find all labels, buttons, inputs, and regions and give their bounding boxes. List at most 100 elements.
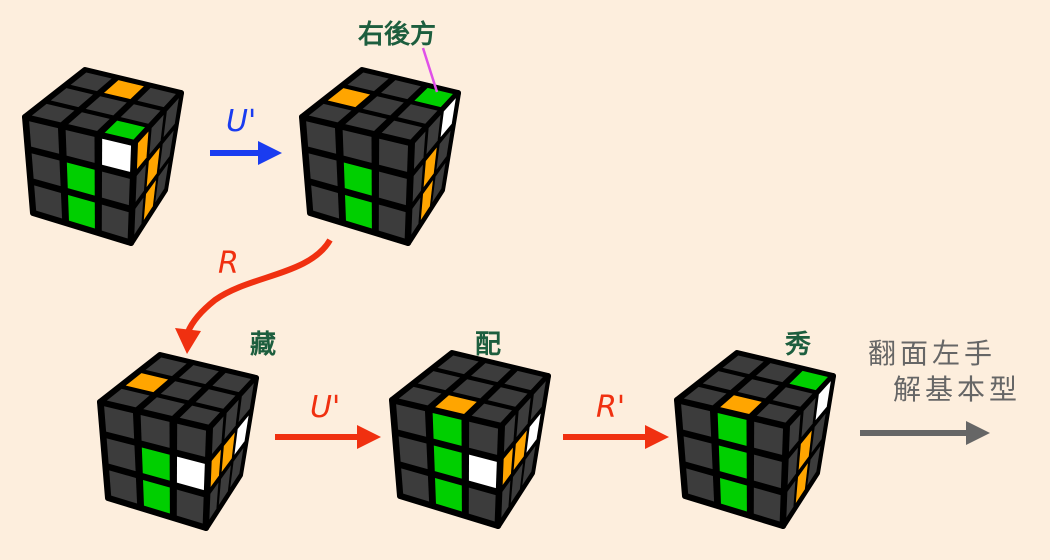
sticker-front [753,454,782,489]
move-label-u-prime-2: U' [310,390,341,425]
sticker-front [717,412,747,446]
sticker-right [238,383,254,423]
sticker-front [718,445,747,479]
sticker-right [530,381,546,421]
sticker-right [409,197,421,238]
sticker-front [104,406,135,439]
sticker-front [176,489,204,524]
sticker-top [195,389,236,409]
sticker-front [379,138,409,172]
sticker-right [815,381,831,421]
cube-1 [22,67,184,246]
sticker-front [398,436,428,470]
sticker-right [149,114,164,155]
sticker-top [772,387,813,407]
sticker-right [785,447,798,488]
sticker-right [500,447,513,488]
step-label-show: 秀 [785,330,812,360]
sticker-right [502,414,516,455]
sticker-front [68,194,95,229]
sticker-top [437,355,479,375]
sticker-right [218,465,231,506]
sticker-right [811,413,826,453]
sticker-right [801,397,816,438]
sticker-front [433,445,462,479]
sticker-right [234,415,249,455]
sticker-front [686,468,715,502]
sticker-top [120,104,161,124]
sticker-right [146,147,160,188]
sticker-top [70,72,112,92]
sticker-right [510,463,523,504]
step-label-pair: 配 [475,330,502,360]
sticker-front [34,185,63,219]
sticker-front [432,412,462,446]
sticker-front [378,171,407,206]
sticker-right [513,430,527,471]
sticker-top [414,87,454,108]
sticker-front [308,153,338,187]
sticker-right [798,430,812,471]
sticker-right [224,399,239,440]
sticker-front [468,487,496,522]
sticker-front [753,487,781,522]
corner-label: 右後方 [358,20,437,50]
sticker-front [65,129,95,163]
step-label-hide: 藏 [250,330,277,360]
sticker-front [29,121,60,154]
sticker-right [787,414,801,455]
sticker-top [470,363,511,383]
sticker-right [526,413,541,453]
sticker-right [412,131,426,172]
sticker-front [345,194,372,229]
arrow-r-curved [175,238,333,354]
sticker-right [423,147,437,188]
sticker-right [426,114,441,155]
cube-3 [97,352,259,531]
sticker-front [176,456,205,491]
sticker-top [452,379,494,399]
sticker-right [210,416,224,457]
sticker-front [435,477,462,512]
sticker-right [516,397,531,438]
sticker-front [343,162,372,196]
sticker-front [101,204,129,239]
sticker-front [378,204,406,239]
sticker-front [396,404,427,437]
sticker-front [720,477,747,512]
pointer-line [421,47,439,93]
sticker-front [106,438,136,472]
sticker-right [420,180,433,221]
sticker-top [789,370,829,391]
sticker-top [85,96,127,116]
cube-2 [299,67,461,246]
sticker-top [755,363,796,383]
sticker-front [109,470,138,504]
sticker-top [125,373,169,393]
sticker-front [681,404,712,437]
sticker-front [66,162,95,196]
sticker-top [160,381,202,401]
sticker-front [754,421,784,455]
sticker-top [362,96,404,116]
note-line-1: 翻面左手 [868,337,997,370]
sticker-top [103,80,144,100]
sticker-top [212,372,252,393]
sticker-front [102,138,132,172]
sticker-top [417,371,461,391]
sticker-right [410,164,423,205]
arrow-u-prime-1 [210,141,282,165]
sticker-top [327,88,371,108]
sticker-right [499,480,511,521]
move-label-u-prime: U' [226,104,257,139]
sticker-right [159,130,174,170]
sticker-top [504,370,544,391]
sticker-top [347,72,389,92]
sticker-top [487,387,528,407]
sticker-top [145,357,187,377]
sticker-right [784,480,796,521]
sticker-right [163,98,179,138]
sticker-right [432,162,446,203]
sticker-front [101,171,130,206]
